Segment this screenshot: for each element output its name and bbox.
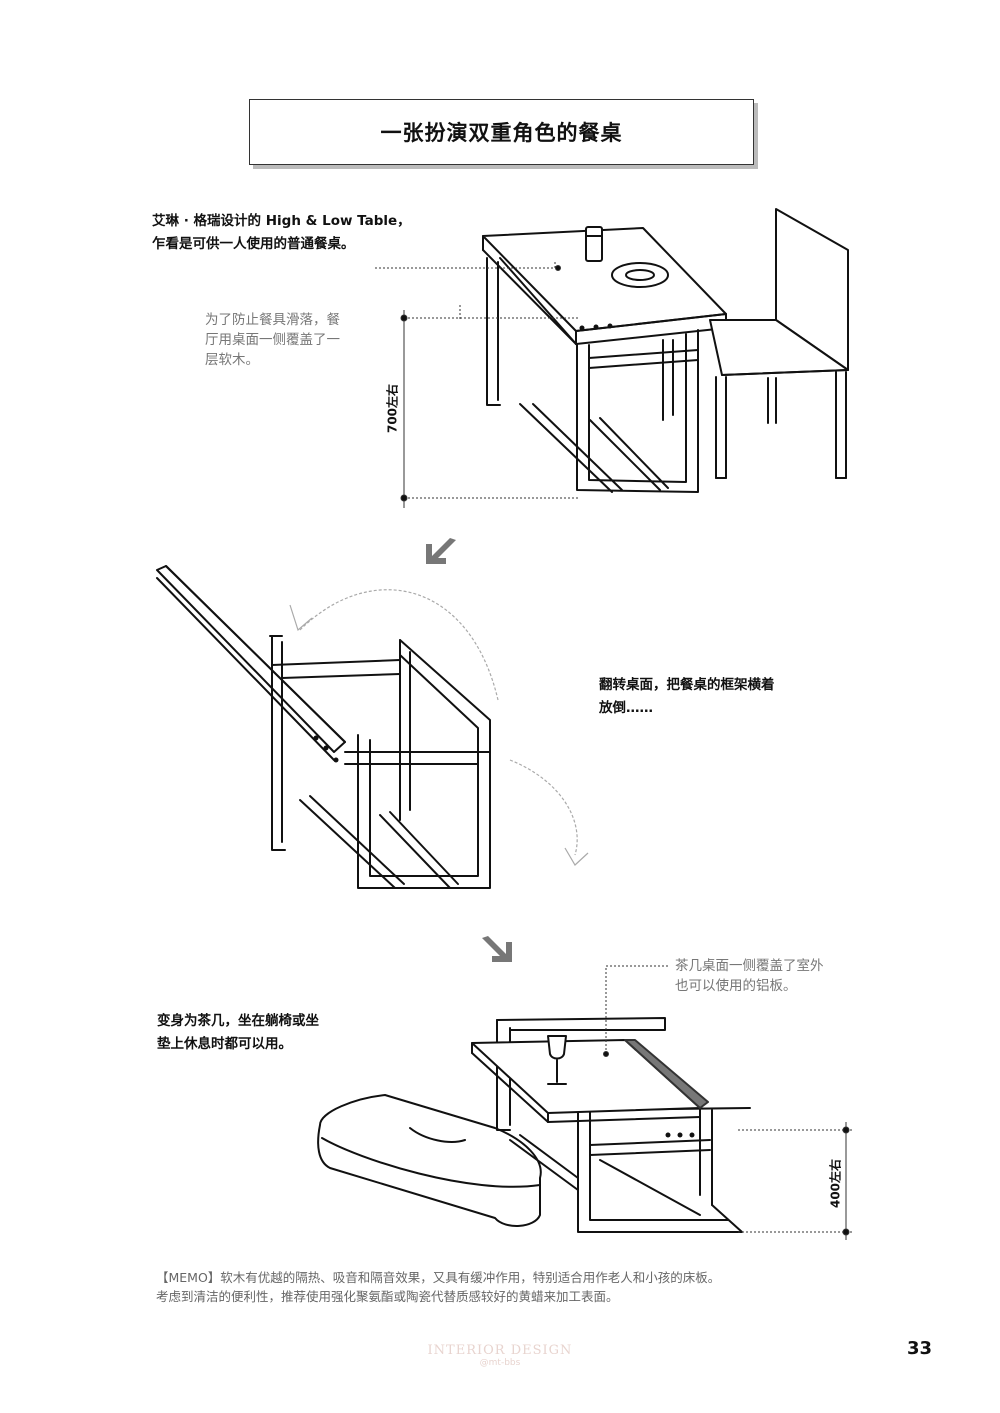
cork-note-line-1: 为了防止餐具滑落，餐 [205,312,340,328]
caption-3-line-1: 变身为茶几，坐在躺椅或坐 [157,1013,319,1029]
dimension-700: 700左右 [385,383,400,434]
dimension-400: 400左右 [828,1158,843,1209]
caption-1: 艾琳 · 格瑞设计的 High & Low Table， 乍看是可供一人使用的普… [152,210,411,256]
caption-1-line-1: 艾琳 · 格瑞设计的 High & Low Table， [152,213,411,229]
caption-2-line-2: 放倒…… [599,700,653,716]
cork-note-line-2: 厅用桌面一侧覆盖了一 [205,332,340,348]
page-number: 33 [906,1338,932,1359]
watermark-handle: @mt-bbs [479,1358,521,1368]
caption-3: 变身为茶几，坐在躺椅或坐 垫上休息时都可以用。 [157,1010,319,1056]
dimension-lines-3 [603,965,852,1240]
caption-1-line-2: 乍看是可供一人使用的普通餐桌。 [152,236,355,252]
caption-2-line-1: 翻转桌面，把餐桌的框架横着 [599,677,775,693]
title-box: 一张扮演双重角色的餐桌 [249,99,754,165]
flipping-table-illustration [156,565,491,889]
memo: 【MEMO】软木有优越的隔热、吸音和隔音效果，又具有缓冲作用，特别适合用作老人和… [156,1268,896,1306]
down-left-arrow-icon [426,538,456,564]
rotation-arrows [289,589,589,866]
dining-table-illustration [482,208,849,493]
aluminum-note: 茶几桌面一侧覆盖了室外 也可以使用的铝板。 [675,956,824,996]
dimension-lines-1 [375,260,580,508]
watermark: INTERIOR DESIGN [427,1343,573,1358]
down-right-arrow-icon [482,936,512,962]
cork-note-line-3: 层软木。 [205,352,259,368]
page-title: 一张扮演双重角色的餐桌 [380,121,623,145]
memo-line-2: 考虑到清洁的便利性，推荐使用强化聚氨酯或陶瓷代替质感较好的黄蜡来加工表面。 [156,1289,619,1304]
memo-line-1: 【MEMO】软木有优越的隔热、吸音和隔音效果，又具有缓冲作用，特别适合用作老人和… [156,1270,721,1285]
coffee-table-illustration [317,1017,751,1233]
aluminum-note-line-2: 也可以使用的铝板。 [675,978,797,994]
caption-2: 翻转桌面，把餐桌的框架横着 放倒…… [599,674,775,720]
caption-3-line-2: 垫上休息时都可以用。 [157,1036,292,1052]
aluminum-note-line-1: 茶几桌面一侧覆盖了室外 [675,958,824,974]
cork-note: 为了防止餐具滑落，餐 厅用桌面一侧覆盖了一 层软木。 [205,310,340,370]
